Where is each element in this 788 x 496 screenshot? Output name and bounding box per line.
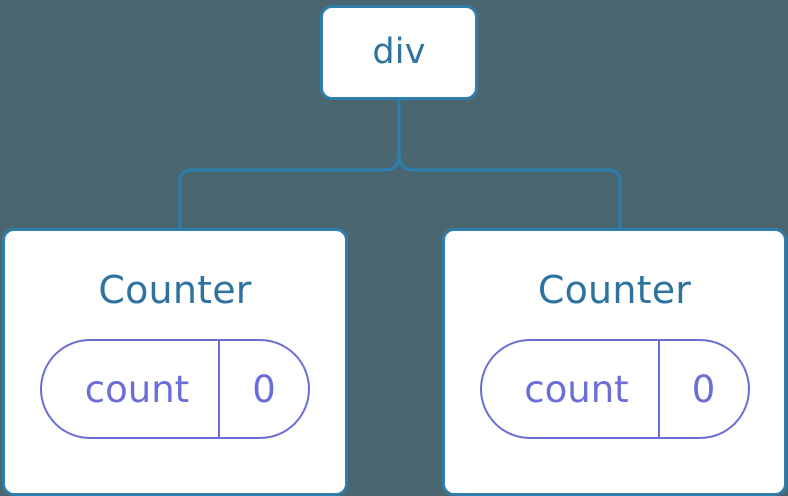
connector-to-left-child xyxy=(178,148,401,230)
node-counter-left-label: Counter xyxy=(98,268,252,312)
node-div-label: div xyxy=(372,32,426,72)
node-counter-right-label: Counter xyxy=(537,268,692,312)
state-key-right: count xyxy=(524,367,629,411)
state-value-right: 0 xyxy=(657,341,748,437)
connector-to-right-child xyxy=(397,148,622,230)
node-counter-right[interactable]: Counter count 0 xyxy=(442,228,787,496)
node-counter-left[interactable]: Counter count 0 xyxy=(2,228,348,496)
state-value-left: 0 xyxy=(218,341,308,437)
state-key-left: count xyxy=(84,367,190,411)
state-pill-right: count 0 xyxy=(479,339,750,439)
state-pill-left: count 0 xyxy=(40,339,310,439)
node-div[interactable]: div xyxy=(320,5,478,100)
